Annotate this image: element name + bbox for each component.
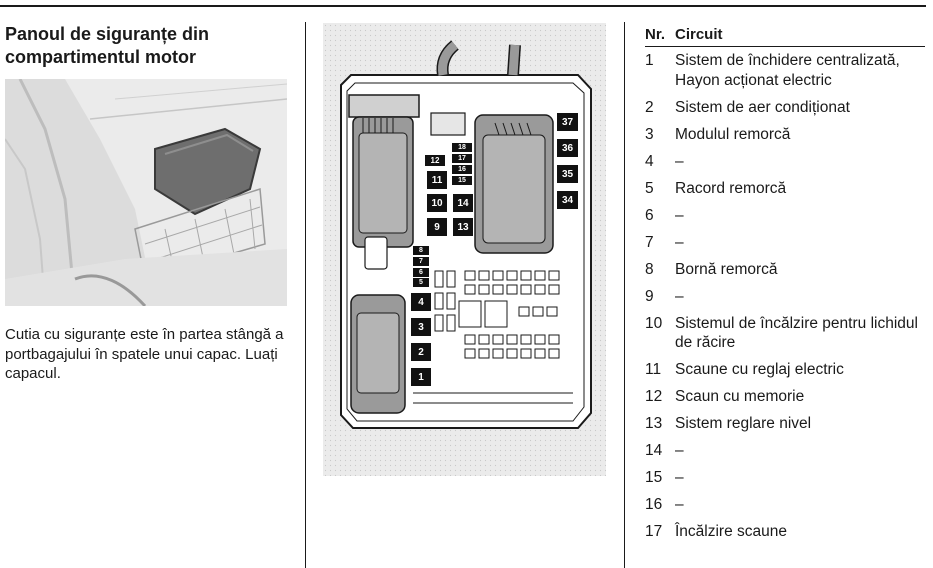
table-row: 13 Sistem reglare nivel	[645, 410, 925, 437]
row-nr: 4	[645, 152, 654, 170]
row-nr: 11	[645, 361, 662, 378]
section-heading: Panoul de siguranțe din compartimentul m…	[5, 23, 295, 69]
table-row: 7–	[645, 229, 925, 256]
fuse-label-1: 1	[411, 368, 431, 386]
table-row: 8 Bornă remorcă	[645, 256, 925, 283]
table-header: Nr. Circuit	[645, 24, 925, 47]
table-row: 17 Încălzire scaune	[645, 518, 925, 545]
table-body: 1 Sistem de închidere centralizată, Hayon…	[645, 47, 925, 545]
fuse-label-37: 37	[557, 113, 578, 131]
row-circuit: Sistem de aer condiționat	[675, 98, 850, 116]
fuse-label-7: 7	[413, 257, 429, 266]
row-circuit: Scaune cu reglaj electric	[675, 361, 844, 378]
row-nr: 14	[645, 442, 663, 459]
caption-text: Cutia cu siguranțe este în partea stângă…	[5, 326, 284, 382]
fuse-table: Nr. Circuit 1 Sistem de închidere central…	[645, 24, 925, 545]
table-row: 11 Scaune cu reglaj electric	[645, 356, 925, 383]
fuse-box-drawing	[323, 23, 606, 476]
row-circuit: Încălzire scaune	[675, 523, 788, 540]
row-circuit: Bornă remorcă	[675, 260, 778, 278]
row-nr: 10	[645, 314, 663, 332]
fuse-label-6: 6	[413, 268, 429, 277]
table-row: 9–	[645, 283, 925, 310]
table-row: 10 Sistemul de încălzire pentru lichidul …	[645, 310, 925, 357]
row-circuit: Modulul remorcă	[675, 125, 791, 143]
table-row: 1 Sistem de închidere centralizată, Hayon…	[645, 47, 925, 94]
table-row: 15–	[645, 464, 925, 491]
row-nr: 2	[645, 98, 654, 116]
fuse-label-5: 5	[413, 278, 429, 287]
row-circuit: –	[675, 152, 684, 170]
fuse-label-14: 14	[453, 194, 473, 212]
header-nr: Nr.	[645, 26, 666, 43]
row-circuit: Racord remorcă	[675, 179, 787, 197]
fuse-label-17: 17	[452, 154, 472, 163]
fuse-label-16: 16	[452, 165, 472, 174]
table-row: 12 Scaun cu memorie	[645, 383, 925, 410]
row-circuit: –	[675, 233, 684, 251]
trunk-photo-illustration	[5, 79, 287, 306]
row-circuit: Sistem de închidere centralizată, Hayon …	[675, 52, 900, 89]
fuse-label-3: 3	[411, 318, 431, 336]
column-divider-left	[305, 22, 306, 568]
row-circuit: –	[675, 496, 684, 513]
row-nr: 9	[645, 287, 654, 305]
fuse-label-34: 34	[557, 191, 578, 209]
row-circuit: –	[675, 442, 684, 459]
row-circuit: Scaun cu memorie	[675, 388, 805, 405]
heading-line-1: Panoul de siguranțe din	[5, 24, 210, 44]
fuse-label-2: 2	[411, 343, 431, 361]
fuse-label-15: 15	[452, 176, 472, 185]
fuse-label-18: 18	[452, 143, 472, 152]
row-circuit: –	[675, 206, 684, 224]
row-nr: 17	[645, 523, 663, 540]
row-circuit: –	[675, 287, 684, 305]
row-nr: 5	[645, 179, 654, 197]
row-circuit: Sistem reglare nivel	[675, 415, 812, 432]
row-circuit: Sistemul de încălzire pentru lichidul de…	[675, 314, 918, 352]
row-circuit: –	[675, 469, 684, 486]
top-rule	[0, 5, 926, 7]
column-divider-right	[624, 22, 625, 568]
row-nr: 7	[645, 233, 654, 251]
fuse-label-9: 9	[427, 218, 447, 236]
fuse-label-12: 12	[425, 155, 445, 166]
fuse-label-36: 36	[557, 139, 578, 157]
trunk-photo	[5, 79, 287, 306]
fuse-label-10: 10	[427, 194, 447, 212]
table-row: 3 Modulul remorcă	[645, 121, 925, 148]
fuse-box-diagram: 1 2 3 4 5 6 7 8 9 10 11 12 13 14 15 16 1…	[323, 23, 606, 476]
table-row: 5 Racord remorcă	[645, 175, 925, 202]
row-nr: 13	[645, 415, 663, 432]
table-row: 2 Sistem de aer condiționat	[645, 94, 925, 121]
fuse-label-35: 35	[557, 165, 578, 183]
row-nr: 15	[645, 469, 663, 486]
fuse-label-4: 4	[411, 293, 431, 311]
row-nr: 3	[645, 125, 654, 143]
header-circuit: Circuit	[675, 26, 723, 43]
row-nr: 16	[645, 496, 663, 513]
fuse-label-8: 8	[413, 246, 429, 255]
row-nr: 12	[645, 388, 663, 405]
table-row: 14–	[645, 437, 925, 464]
table-row: 16–	[645, 491, 925, 518]
row-nr: 6	[645, 206, 654, 224]
fuse-label-13: 13	[453, 218, 473, 236]
table-row: 6–	[645, 202, 925, 229]
row-nr: 1	[645, 52, 654, 69]
row-nr: 8	[645, 260, 654, 278]
fuse-label-11: 11	[427, 171, 447, 189]
heading-line-2: compartimentul motor	[5, 47, 197, 67]
table-row: 4–	[645, 148, 925, 175]
